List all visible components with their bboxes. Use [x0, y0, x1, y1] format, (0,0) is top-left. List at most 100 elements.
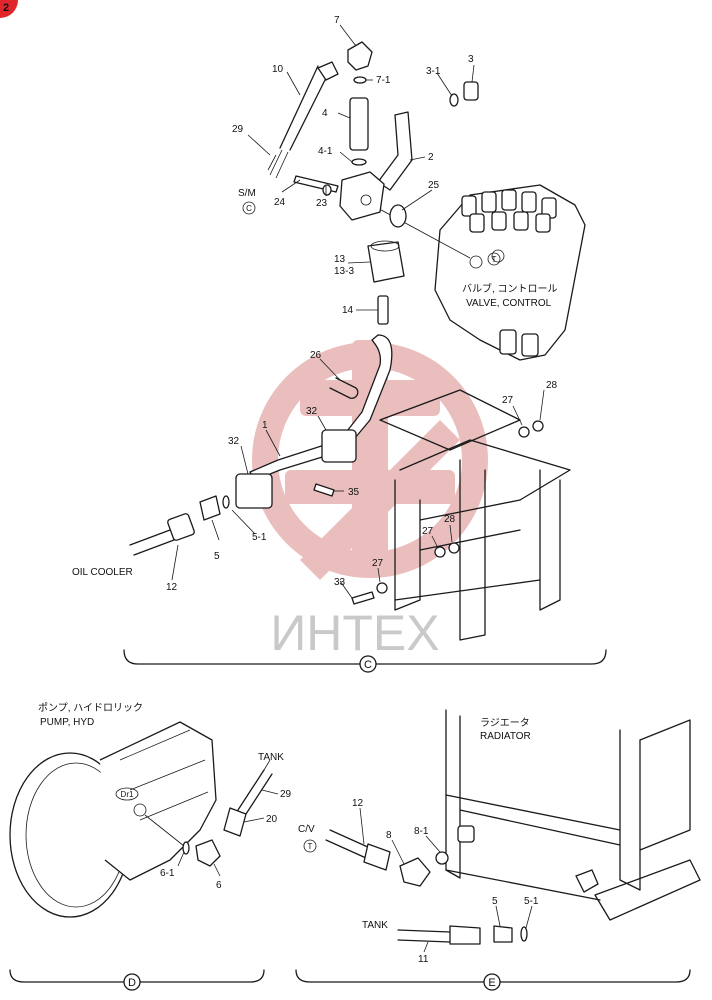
clamp-32b	[235, 473, 273, 509]
view-e: ラジエータ RADIATOR C/V T TANK	[295, 709, 701, 991]
view-d: ポンプ, ハイドロリック PUMP, HYD Dr1 TANK 29 20 6-…	[9, 702, 292, 991]
hose-29-d	[237, 769, 273, 815]
spacer-4	[349, 97, 369, 151]
hose-11	[397, 929, 451, 943]
oring-4-1	[351, 158, 367, 166]
callout-29-d: 29	[280, 789, 292, 800]
control-valve	[434, 184, 586, 361]
adapter-5-e	[493, 925, 513, 943]
flange-13	[367, 241, 405, 283]
callout-4: 4	[322, 108, 328, 119]
view-c: バルブ, コントロール VALVE, CONTROL T	[72, 15, 607, 673]
callout-8-1: 8-1	[414, 826, 429, 837]
view-e-marker-circle	[483, 973, 501, 991]
stud-14	[377, 295, 389, 325]
valve-ref-circle	[487, 252, 501, 266]
callout-4-1: 4-1	[318, 146, 333, 157]
corner-badge-text: 2	[3, 2, 9, 14]
radiator	[445, 709, 701, 921]
callout-8: 8	[386, 830, 392, 841]
callout-5-e: 5	[492, 896, 498, 907]
callout-25: 25	[428, 180, 440, 191]
manifold-block	[339, 171, 385, 221]
oil-cooler-label: OIL COOLER	[72, 567, 133, 578]
port-ref	[115, 787, 139, 801]
adapter-5	[199, 495, 221, 521]
watermark-text: ИНТЕХ	[270, 605, 439, 661]
port-label: Dr1	[121, 790, 134, 799]
view-d-marker-circle	[123, 973, 141, 991]
elbow-6	[195, 839, 221, 867]
oring-3-1	[449, 93, 459, 107]
hose-end-20	[223, 807, 247, 837]
view-c-leaders	[171, 24, 545, 599]
cv-ref-letter: T	[308, 842, 313, 851]
view-c-marker: C	[364, 659, 372, 671]
callout-24: 24	[274, 197, 286, 208]
callout-12-c: 12	[166, 582, 178, 593]
callout-20: 20	[266, 814, 278, 825]
pipe-2	[377, 111, 413, 191]
oring-8-1	[435, 851, 449, 865]
elbow-8	[399, 857, 431, 887]
corner-badge-shape	[0, 0, 18, 18]
tank-label-e: TANK	[362, 920, 388, 931]
view-d-bracket	[9, 969, 265, 983]
hose-12-e	[325, 829, 371, 859]
callout-6: 6	[216, 880, 222, 891]
callout-13-3: 13-3	[334, 266, 354, 277]
plug-3	[463, 81, 479, 101]
hose-12-c	[129, 529, 175, 556]
oring-6-1	[182, 841, 190, 855]
callout-32-right: 32	[306, 406, 318, 417]
callout-3-1: 3-1	[426, 66, 441, 77]
tank-label-d: TANK	[258, 752, 284, 763]
callout-33: 33	[334, 577, 346, 588]
bolt-35	[313, 483, 335, 497]
pipe-1	[249, 334, 393, 481]
callout-5-1-c: 5-1	[252, 532, 267, 543]
pump-label-jp: ポンプ, ハイドロリック	[38, 702, 143, 714]
callout-5-c: 5	[214, 551, 220, 562]
callout-27-top: 27	[502, 395, 514, 406]
sm-ref-circle	[242, 201, 256, 215]
callout-32-left: 32	[228, 436, 240, 447]
view-e-bracket	[295, 969, 691, 983]
sm-ref-letter: C	[246, 204, 252, 213]
callout-3: 3	[468, 54, 474, 65]
oring-25	[389, 204, 407, 228]
radiator-label-en: RADIATOR	[480, 731, 531, 742]
callout-26: 26	[310, 350, 322, 361]
view-c-marker-circle	[359, 655, 377, 673]
callout-14: 14	[342, 305, 354, 316]
clamp-32a	[321, 429, 357, 463]
callout-28-top: 28	[546, 380, 558, 391]
callout-23: 23	[316, 198, 328, 209]
callout-13: 13	[334, 254, 346, 265]
callout-7-1: 7-1	[376, 75, 391, 86]
hose-end-12-e	[363, 843, 391, 871]
callout-12-e: 12	[352, 798, 364, 809]
elbow-fitting	[347, 41, 373, 71]
view-e-leaders	[359, 807, 533, 953]
view-e-marker: E	[488, 977, 495, 989]
oring-5-1	[222, 495, 230, 509]
view-d-leaders	[144, 759, 279, 877]
callout-35: 35	[348, 487, 360, 498]
hose-end-12	[167, 513, 195, 541]
callout-6-1: 6-1	[160, 868, 175, 879]
watermark: ИНТЕХ	[252, 340, 488, 661]
callout-29: 29	[232, 124, 244, 135]
view-c-bracket	[123, 649, 607, 665]
watermark-slash	[300, 420, 460, 580]
washer-23	[322, 184, 332, 196]
view-d-marker: D	[128, 977, 136, 989]
callout-11: 11	[418, 954, 429, 965]
valve-ref-letter: T	[492, 255, 497, 264]
callout-27-mid: 27	[422, 526, 434, 537]
oring-5-1-e	[520, 926, 528, 942]
radiator-label-jp: ラジエータ	[480, 717, 530, 729]
corner-badge: 2	[0, 0, 18, 18]
oring-7-1	[353, 76, 367, 84]
